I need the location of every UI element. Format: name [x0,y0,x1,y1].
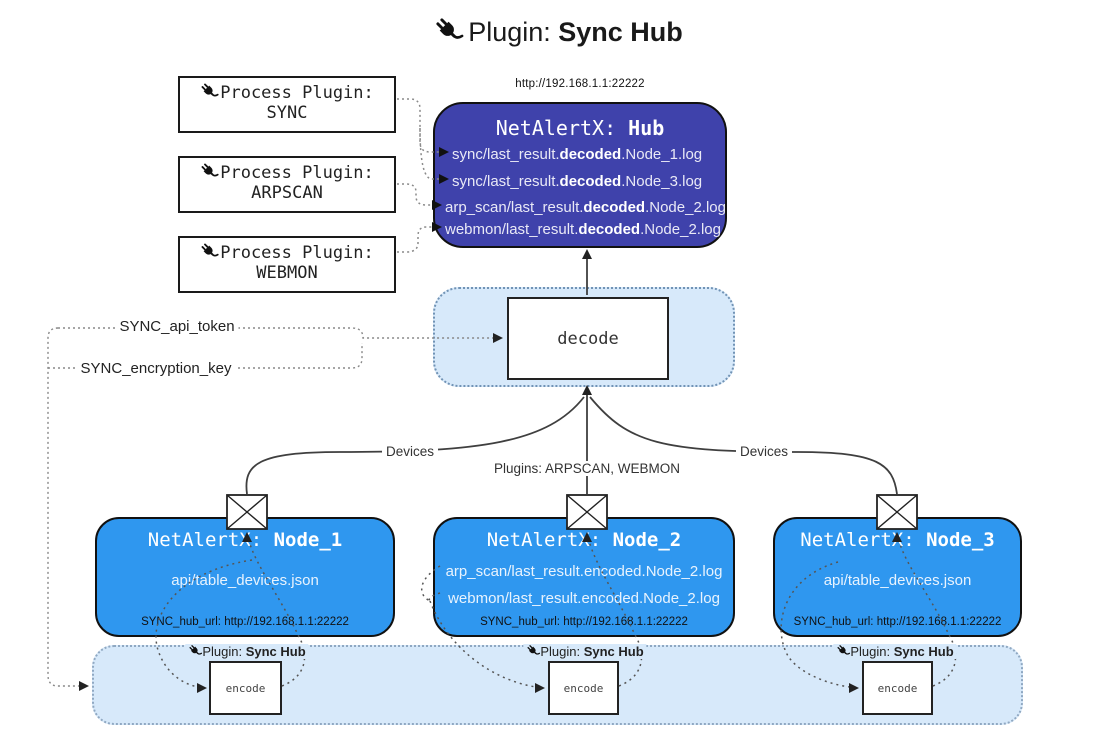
node-title: NetAlertX: Node_1 [97,529,393,551]
page-title: Plugin: Sync Hub [0,16,1117,48]
node-file-line: arp_scan/last_result.encoded.Node_2.log [445,563,723,580]
plug-icon [434,16,464,46]
node-title-prefix: NetAlertX: [486,529,613,551]
hub-title-bold: Hub [628,116,665,140]
hub-box: NetAlertX: Hub sync/last_result.decoded.… [433,102,727,248]
node-file-line: api/table_devices.json [823,572,972,589]
decode-box: decode [507,297,669,380]
node-box-node1: NetAlertX: Node_1 api/table_devices.json… [95,517,395,637]
encode-box: encode [548,661,619,715]
hub-log-line: sync/last_result.decoded.Node_3.log [452,173,702,190]
hub-title-prefix: NetAlertX: [495,116,629,140]
node-title: NetAlertX: Node_2 [435,529,733,551]
node-title-prefix: NetAlertX: [147,529,274,551]
log-pre: arp_scan/last_result. [445,199,584,216]
process-plugin-box-sync: Process Plugin: SYNC [178,76,396,133]
log-bold: decoded [583,199,646,216]
process-plugin-name: WEBMON [256,263,318,283]
node-title-prefix: NetAlertX: [800,529,927,551]
process-plugin-label: Process Plugin: [220,163,374,183]
node-hub-url: SYNC_hub_url: http://192.168.1.1:22222 [480,616,688,628]
decode-panel: decode [433,287,735,387]
hub-log-line: sync/last_result.decoded.Node_1.log [452,146,702,163]
node-hub-url: SYNC_hub_url: http://192.168.1.1:22222 [141,616,349,628]
log-pre: sync/last_result. [452,173,560,190]
node-hub-url: SYNC_hub_url: http://192.168.1.1:22222 [793,616,1002,628]
log-post: .Node_1.log [621,146,703,163]
process-plugin-box-arpscan: Process Plugin: ARPSCAN [178,156,396,213]
plug-icon [200,242,219,261]
process-plugin-label: Process Plugin: [220,243,374,263]
title-bold: Sync Hub [558,17,683,47]
node-box-node2: NetAlertX: Node_2 arp_scan/last_result.e… [433,517,735,637]
log-post: .Node_2.log [640,221,721,238]
node-file-line: webmon/last_result.encoded.Node_2.log [448,590,720,607]
node-title-bold: Node_3 [926,529,995,551]
encode-box: encode [209,661,282,715]
process-plugin-label: Process Plugin: [220,83,374,103]
encode-box: encode [862,661,933,715]
title-prefix: Plugin: [468,17,559,47]
node-box-node3: NetAlertX: Node_3 api/table_devices.json… [773,517,1022,637]
log-pre: sync/last_result. [452,146,560,163]
plug-icon [200,82,219,101]
log-pre: webmon/last_result. [445,221,579,238]
log-bold: decoded [559,146,622,163]
process-plugin-name: SYNC [266,103,308,123]
hub-url: http://192.168.1.1:22222 [515,78,645,90]
hub-log-line: arp_scan/last_result.decoded.Node_2.log [445,199,726,216]
log-post: .Node_3.log [621,173,703,190]
node-title-bold: Node_1 [273,529,343,551]
process-plugin-box-webmon: Process Plugin: WEBMON [178,236,396,293]
log-bold: decoded [578,221,641,238]
node-title: NetAlertX: Node_3 [775,529,1020,551]
node-title-bold: Node_2 [612,529,682,551]
node-file-line: api/table_devices.json [171,572,319,589]
hub-title: NetAlertX: Hub [435,116,725,140]
hub-log-line: webmon/last_result.decoded.Node_2.log [445,221,721,238]
log-bold: decoded [559,173,622,190]
log-post: .Node_2.log [645,199,726,216]
plug-icon [200,162,219,181]
process-plugin-name: ARPSCAN [251,183,323,203]
